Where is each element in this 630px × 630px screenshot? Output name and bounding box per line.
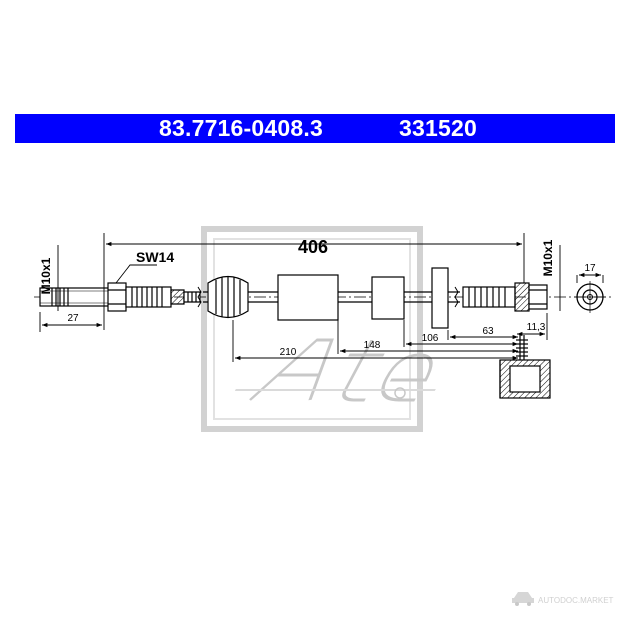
dim-wrench-size: SW14 — [136, 249, 174, 265]
dim-end-diameter: 17 — [584, 263, 596, 274]
source-watermark: AUTODOC.MARKET — [512, 592, 614, 606]
break-mark-right — [454, 286, 459, 308]
dimensions — [39, 233, 604, 362]
dim-fitting-left: 27 — [67, 313, 79, 324]
dim-position-63: 63 — [482, 326, 494, 337]
part-number: 83.7716-0408.3 — [159, 115, 323, 141]
left-fitting — [39, 282, 201, 312]
dim-position-210: 210 — [280, 347, 297, 358]
dim-thread-left: M10x1 — [39, 257, 53, 294]
article-number: 331520 — [399, 115, 477, 141]
end-view — [574, 281, 606, 313]
break-mark-left — [197, 286, 202, 308]
bracket-detail — [499, 335, 551, 399]
source-text: AUTODOC.MARKET — [538, 596, 614, 605]
hose-body — [203, 267, 460, 329]
car-icon — [512, 592, 534, 606]
dim-position-106: 106 — [422, 333, 439, 344]
header-banner: 83.7716-0408.3 331520 — [15, 114, 615, 143]
ate-logo — [201, 226, 436, 432]
dim-thread-right: M10x1 — [541, 239, 555, 276]
dim-position-148: 148 — [364, 340, 381, 351]
dim-fitting-right: 11,3 — [527, 322, 546, 333]
dim-overall-length: 406 — [298, 237, 328, 257]
right-fitting — [462, 282, 548, 312]
